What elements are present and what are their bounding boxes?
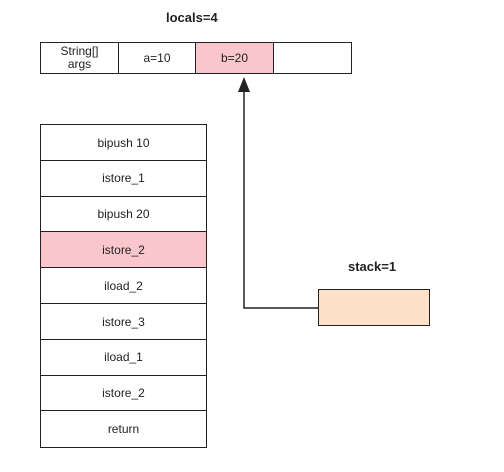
- local-slot-2: b=20: [195, 42, 274, 74]
- instruction-istore-1: istore_1: [40, 159, 207, 198]
- local-slot-0: String[] args: [40, 42, 119, 74]
- instruction-iload-2: iload_2: [40, 267, 207, 305]
- arrow-head-icon: [238, 77, 250, 92]
- local-slot-1: a=10: [117, 42, 197, 74]
- operand-stack-slot: [318, 289, 430, 326]
- instruction-istore-2: istore_2: [40, 374, 207, 412]
- instruction-return: return: [40, 410, 207, 448]
- arrow-line: [243, 90, 318, 309]
- instruction-istore-3: istore_3: [40, 302, 207, 341]
- local-slot-3: [272, 42, 352, 74]
- bytecode-instruction-list: bipush 10 istore_1 bipush 20 istore_2 il…: [40, 124, 207, 448]
- instruction-istore-2-current: istore_2: [40, 231, 207, 269]
- stack-title: stack=1: [348, 259, 397, 274]
- instruction-bipush-10: bipush 10: [40, 124, 207, 162]
- local-variable-table: String[] args a=10 b=20: [40, 42, 354, 74]
- instruction-iload-1: iload_1: [40, 338, 207, 377]
- locals-title: locals=4: [166, 10, 218, 25]
- instruction-bipush-20: bipush 20: [40, 195, 207, 233]
